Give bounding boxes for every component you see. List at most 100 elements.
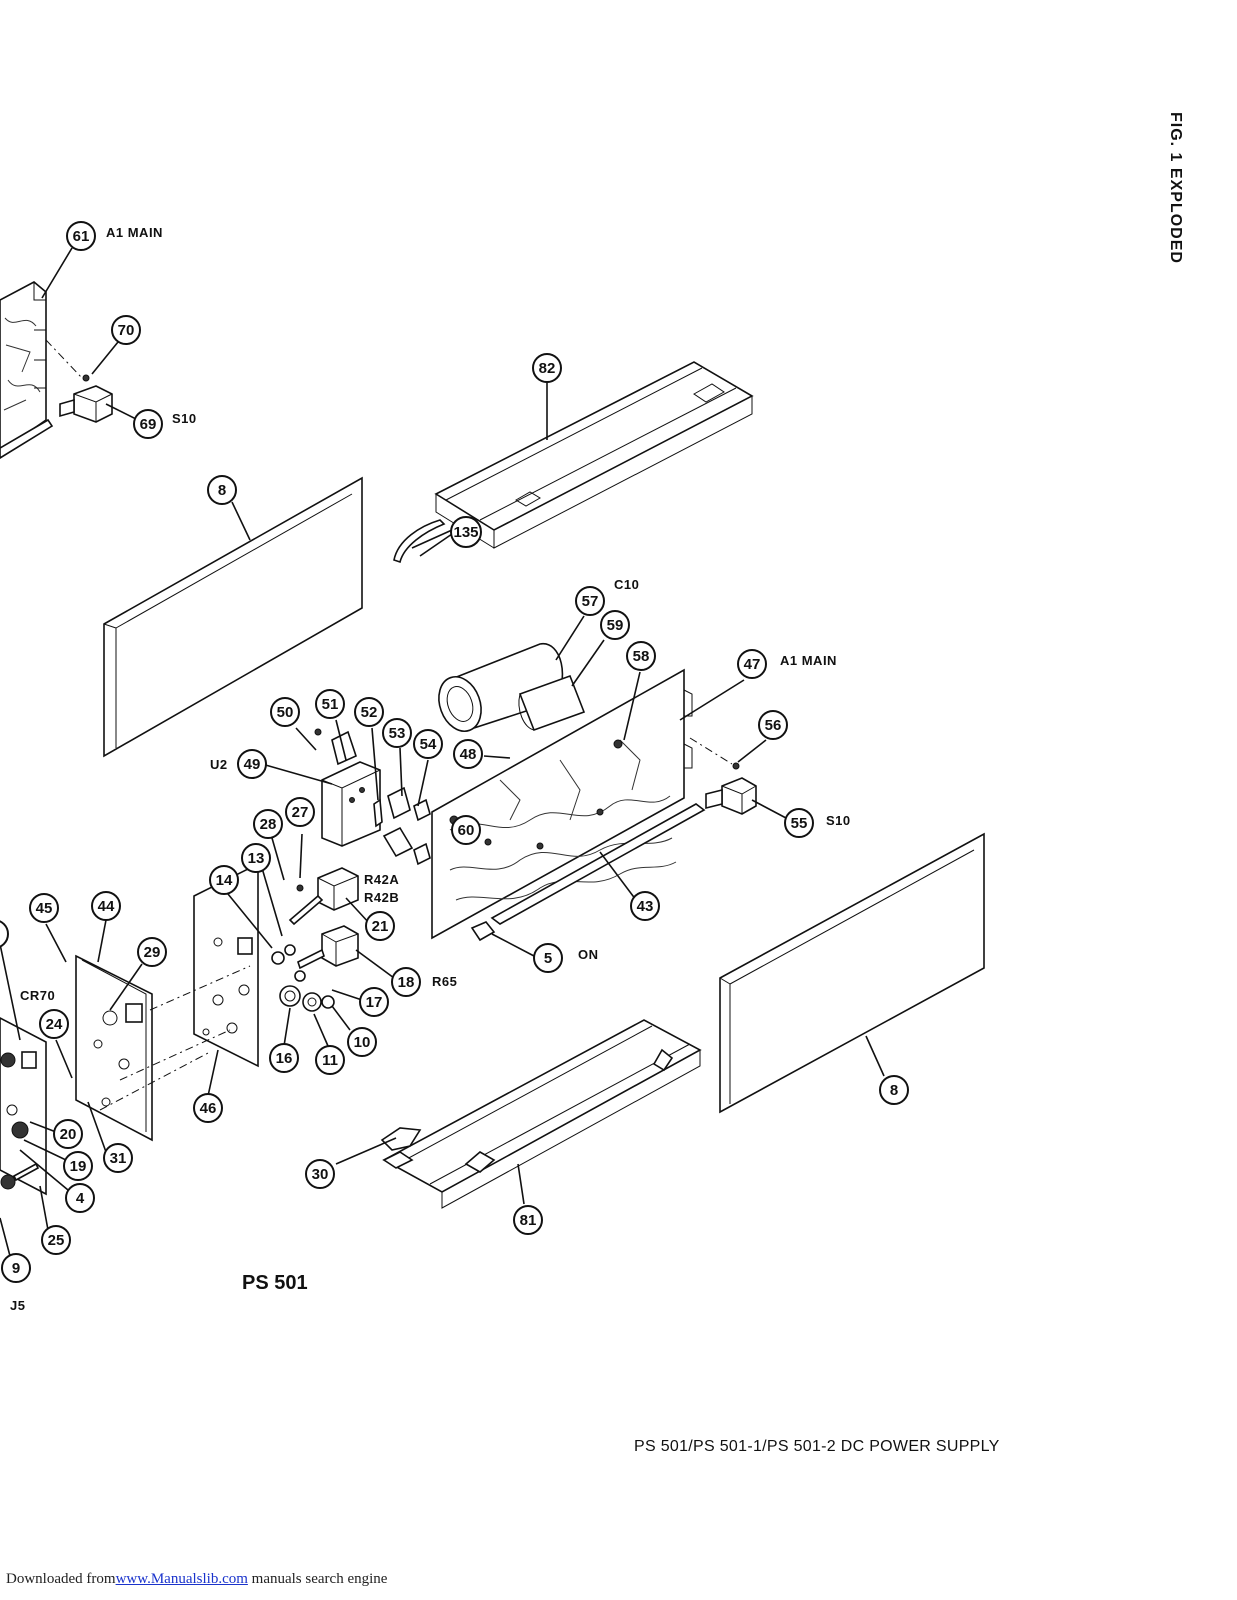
svg-text:31: 31 <box>110 1150 127 1167</box>
callout-51: 51 <box>315 689 345 719</box>
label-r65: R65 <box>432 974 457 989</box>
callout-21: 21 <box>365 911 395 941</box>
svg-text:49: 49 <box>244 756 261 773</box>
callout-59: 59 <box>600 610 630 640</box>
svg-text:16: 16 <box>276 1050 293 1067</box>
svg-text:13: 13 <box>248 850 265 867</box>
label-s10-right: S10 <box>826 813 851 828</box>
label-r42a: R42A <box>364 872 399 887</box>
svg-text:25: 25 <box>48 1232 65 1249</box>
callout-9: 9 <box>1 1253 31 1283</box>
svg-text:48: 48 <box>460 746 477 763</box>
knob-assembly <box>271 944 335 1012</box>
callout-45: 45 <box>29 893 59 923</box>
callout-16: 16 <box>269 1043 299 1073</box>
svg-text:69: 69 <box>140 416 157 433</box>
reference-labels: A1 MAIN S10 C10 A1 MAIN U2 S10 R42A R42B… <box>10 225 851 1313</box>
label-on: ON <box>578 947 599 962</box>
svg-text:47: 47 <box>744 656 761 673</box>
svg-text:56: 56 <box>765 717 782 734</box>
callout-82: 82 <box>532 353 562 383</box>
callout-55: 55 <box>784 808 814 838</box>
model-label: PS 501 <box>242 1272 308 1294</box>
svg-text:43: 43 <box>637 898 654 915</box>
callout-49: 49 <box>237 749 267 779</box>
svg-text:57: 57 <box>582 593 599 610</box>
label-u2: U2 <box>210 757 228 772</box>
side-panel-left <box>103 476 363 758</box>
svg-text:24: 24 <box>46 1016 63 1033</box>
svg-text:14: 14 <box>216 872 233 889</box>
document-footer: PS 501/PS 501-1/PS 501-2 DC POWER SUPPLY <box>634 1438 1000 1455</box>
dashed-guide-right <box>689 737 733 765</box>
svg-text:55: 55 <box>791 815 808 832</box>
svg-text:9: 9 <box>12 1260 20 1277</box>
callout-50: 50 <box>270 697 300 727</box>
front-bezel-partial <box>0 1017 47 1196</box>
callout-25: 25 <box>41 1225 71 1255</box>
main-board-partial <box>0 281 54 459</box>
front-panel <box>75 954 153 1142</box>
callout-135: 135 <box>450 516 482 548</box>
callout-27: 27 <box>285 797 315 827</box>
svg-text:20: 20 <box>60 1126 77 1143</box>
callout-14: 14 <box>209 865 239 895</box>
svg-text:51: 51 <box>322 696 339 713</box>
svg-text:8: 8 <box>218 482 226 499</box>
label-s10-top: S10 <box>172 411 197 426</box>
leader-lines <box>0 247 885 1257</box>
callout-57: 57 <box>575 586 605 616</box>
svg-text:4: 4 <box>76 1190 85 1207</box>
svg-text:58: 58 <box>633 648 650 665</box>
label-a1-main-right: A1 MAIN <box>780 653 837 668</box>
svg-text:17: 17 <box>366 994 383 1011</box>
manualslib-link[interactable]: www.Manualslib.com <box>115 1571 248 1587</box>
callout-48: 48 <box>453 739 483 769</box>
label-j5: J5 <box>10 1298 25 1313</box>
callout-61: 61 <box>66 221 96 251</box>
svg-text:30: 30 <box>312 1166 329 1183</box>
callout-17: 17 <box>359 987 389 1017</box>
callout-30: 30 <box>305 1159 335 1189</box>
cable-135 <box>393 519 446 564</box>
callout-28: 28 <box>253 809 283 839</box>
callout-5: 5 <box>533 943 563 973</box>
label-r42b: R42B <box>364 890 399 905</box>
svg-text:28: 28 <box>260 816 277 833</box>
svg-text:21: 21 <box>372 918 389 935</box>
callout-20: 20 <box>53 1119 83 1149</box>
svg-text:5: 5 <box>544 950 552 967</box>
svg-text:81: 81 <box>520 1212 537 1229</box>
callout-8-left: 8 <box>207 475 237 505</box>
download-suffix: manuals search engine <box>247 1571 388 1587</box>
download-prefix: Downloaded from <box>6 1571 116 1587</box>
bottom-rail <box>382 1019 702 1209</box>
callout-11: 11 <box>315 1045 345 1075</box>
label-cr70: CR70 <box>20 988 55 1003</box>
callout-60: 60 <box>451 815 481 845</box>
capacitor-clamp <box>518 674 586 732</box>
svg-text:11: 11 <box>322 1052 338 1069</box>
svg-text:44: 44 <box>98 898 115 915</box>
callout-58: 58 <box>626 641 656 671</box>
callouts: 61 70 69 82 8 135 57 59 58 47 56 55 50 5… <box>0 221 909 1283</box>
potentiometer-r65 <box>297 925 359 970</box>
callout-70: 70 <box>111 315 141 345</box>
callout-54: 54 <box>413 729 443 759</box>
s10-switch-right <box>705 762 757 815</box>
callout-4: 4 <box>65 1183 95 1213</box>
svg-text:19: 19 <box>70 1158 87 1175</box>
side-panel-right <box>719 832 985 1114</box>
callout-18: 18 <box>391 967 421 997</box>
callout-53: 53 <box>382 718 412 748</box>
latch <box>380 1127 422 1151</box>
svg-text:52: 52 <box>361 704 378 721</box>
callout-8-right: 8 <box>879 1075 909 1105</box>
download-note: Downloaded fromwww.Manualslib.com manual… <box>6 1571 387 1588</box>
push-rod <box>470 803 706 942</box>
svg-text:8: 8 <box>890 1082 898 1099</box>
mounting-brackets <box>382 786 431 866</box>
figure-title: FIG. 1 EXPLODED <box>1167 112 1184 264</box>
callout-43: 43 <box>630 891 660 921</box>
